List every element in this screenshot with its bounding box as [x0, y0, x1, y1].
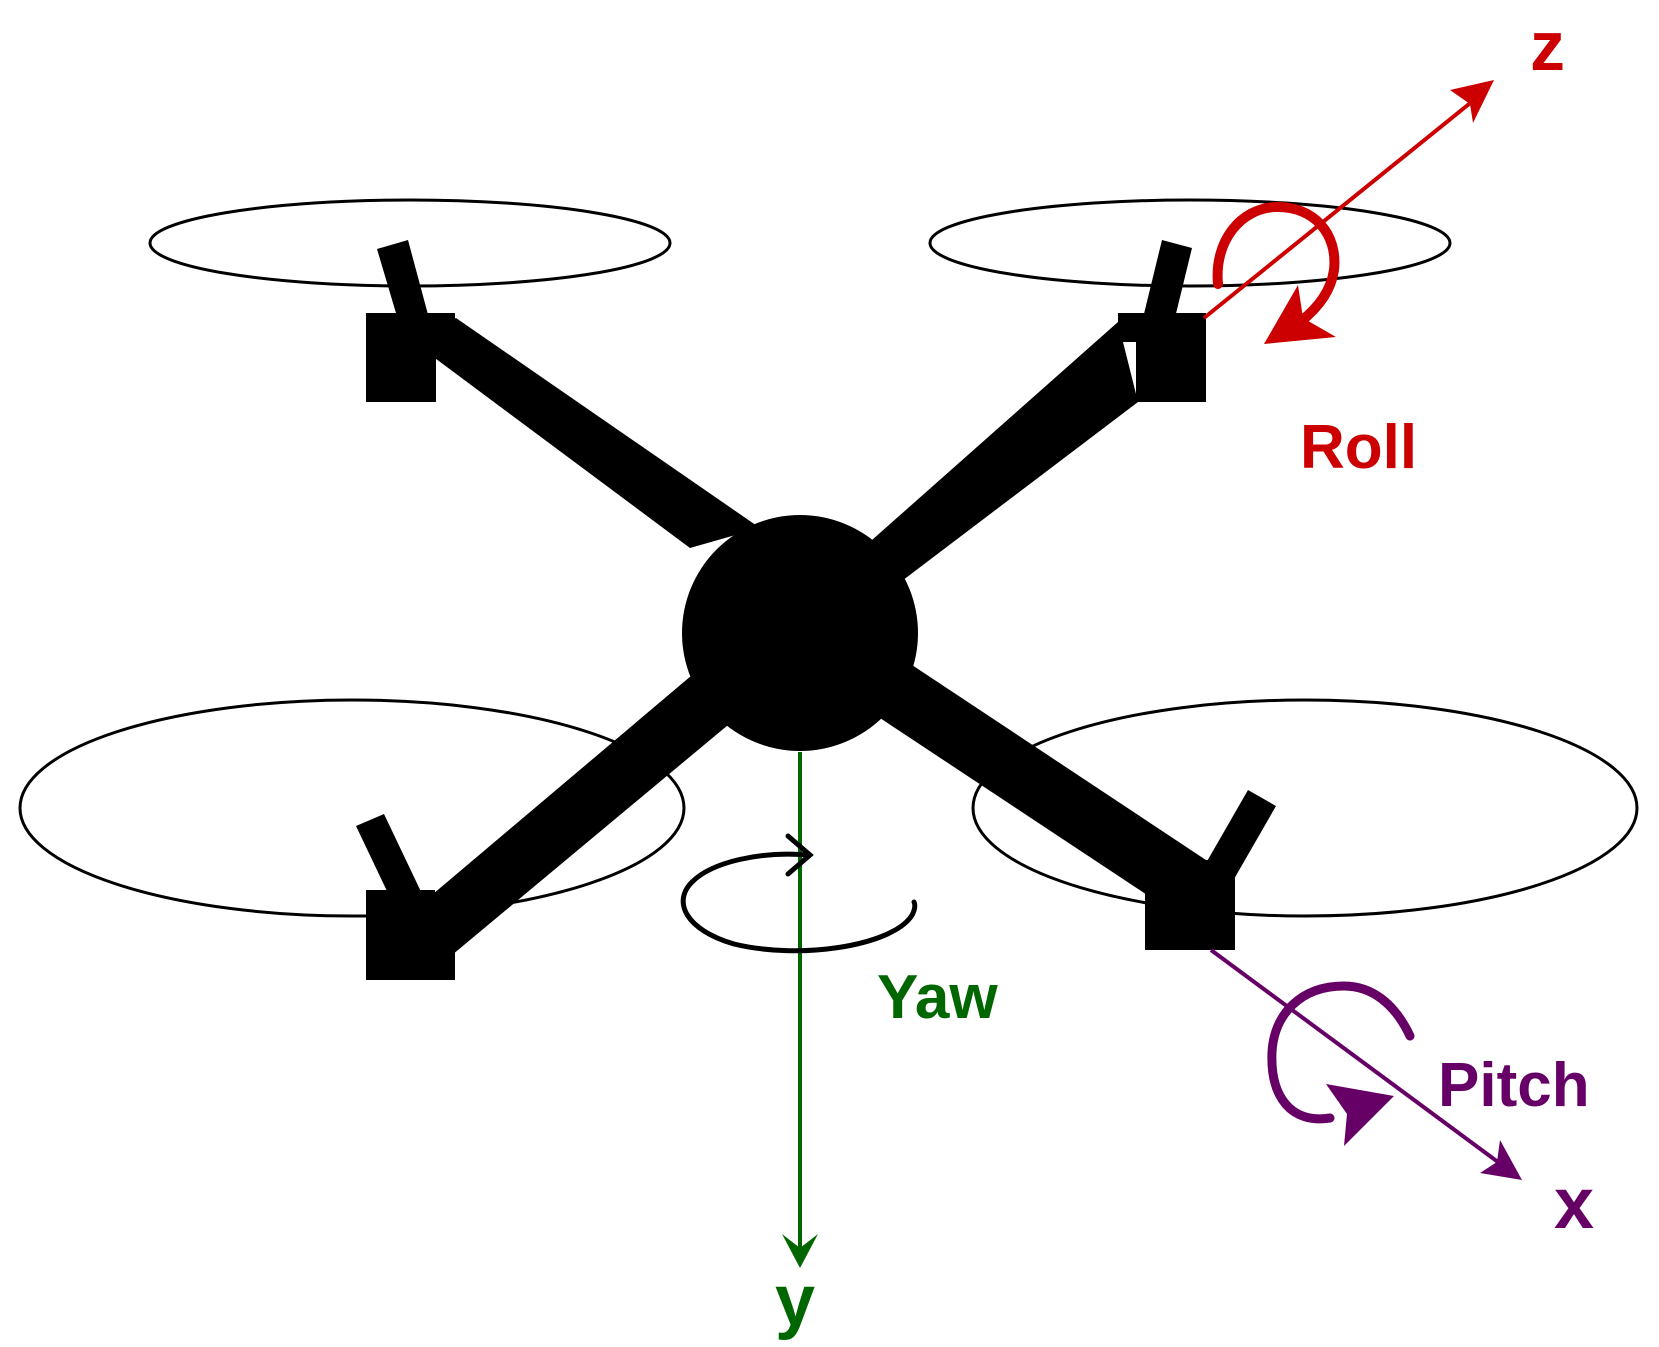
- motor-mounts: [366, 313, 1235, 980]
- yaw-label: Yaw: [877, 963, 998, 1032]
- frame-arms: [416, 318, 1224, 955]
- y-axis-arrowhead: [782, 1234, 818, 1268]
- x-axis-label: x: [1554, 1164, 1594, 1244]
- blade-front-right: [1202, 790, 1276, 886]
- pitch-rotation-arc: [1267, 981, 1415, 1124]
- arm-back-left: [416, 318, 760, 548]
- blade-back-left: [377, 240, 430, 330]
- yaw-rotation-arc: [680, 851, 918, 954]
- central-hub: [682, 515, 918, 751]
- x-axis-arrowhead: [1480, 1140, 1522, 1180]
- z-axis-roll-group: [1202, 80, 1494, 344]
- y-axis-label: y: [775, 1261, 815, 1341]
- z-axis-label: z: [1530, 7, 1565, 85]
- x-axis-pitch-group: [1209, 948, 1522, 1180]
- z-axis-line: [1202, 98, 1476, 320]
- motor-mount-front-left: [366, 890, 455, 980]
- rotor-disc-back-right: [928, 198, 1452, 288]
- pitch-label: Pitch: [1438, 1051, 1590, 1120]
- roll-arrowhead: [1264, 285, 1336, 344]
- arm-front-right: [880, 665, 1224, 930]
- x-axis-line: [1209, 948, 1504, 1167]
- rotor-disc-front-right: [971, 698, 1639, 918]
- blade-front-left: [356, 814, 424, 910]
- propeller-blades: [356, 240, 1276, 910]
- blade-back-right: [1142, 240, 1192, 330]
- motor-mount-back-right: [1118, 313, 1206, 402]
- roll-label: Roll: [1300, 413, 1417, 482]
- roll-rotation-arc: [1212, 201, 1340, 327]
- rotor-disc-front-left: [18, 698, 686, 918]
- arm-back-right: [872, 322, 1138, 596]
- motor-mount-back-left: [366, 313, 455, 402]
- pitch-arrowhead: [1326, 1084, 1394, 1146]
- motor-mount-front-right: [1145, 860, 1235, 950]
- yaw-arrowhead: [785, 833, 814, 877]
- z-axis-arrowhead: [1450, 80, 1494, 123]
- y-axis-yaw-group: [680, 752, 918, 1268]
- arm-front-left: [420, 643, 770, 955]
